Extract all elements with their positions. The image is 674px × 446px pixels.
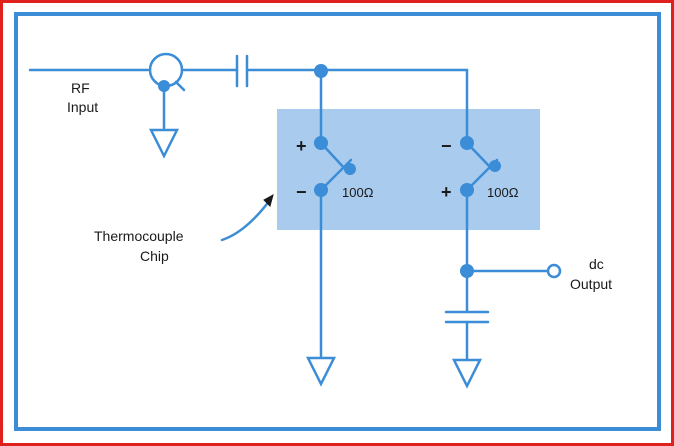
- thermocouple-chip-area: [277, 109, 540, 230]
- dc-output-label-line1: dc: [589, 256, 604, 272]
- dc-output-terminal: [546, 263, 562, 279]
- junction-dot-detector: [158, 80, 170, 92]
- rf-detector-lead: [174, 80, 186, 92]
- junction-dot-right-minus: [460, 136, 474, 150]
- right-minus-label: −: [441, 136, 452, 156]
- junction-dot-right-resistor: [489, 160, 501, 172]
- right-resistor-label: 100Ω: [487, 185, 519, 200]
- right-plus-label: +: [441, 182, 452, 202]
- chip-label-line2: Chip: [140, 248, 169, 264]
- ground-symbol-middle: [305, 356, 337, 387]
- left-plus-label: +: [296, 136, 307, 156]
- dc-output-label-line2: Output: [570, 276, 612, 292]
- left-resistor-label: 100Ω: [342, 185, 374, 200]
- left-minus-label: −: [296, 182, 307, 202]
- junction-dot-top-bus: [314, 64, 328, 78]
- junction-dot-left-plus: [314, 136, 328, 150]
- rf-input-label-line2: Input: [67, 99, 98, 115]
- rf-input-label-line1: RF: [71, 80, 90, 96]
- junction-dot-output-tap: [460, 264, 474, 278]
- chip-pointer-arrow: [220, 198, 272, 242]
- ground-symbol-left: [148, 128, 180, 159]
- chip-label-line1: Thermocouple: [94, 228, 184, 244]
- junction-dot-right-plus: [460, 183, 474, 197]
- ground-symbol-right: [451, 358, 483, 389]
- chip-pointer-arrowhead: [263, 193, 274, 207]
- junction-dot-left-resistor: [344, 163, 356, 175]
- inner-frame: [14, 12, 661, 431]
- junction-dot-left-minus: [314, 183, 328, 197]
